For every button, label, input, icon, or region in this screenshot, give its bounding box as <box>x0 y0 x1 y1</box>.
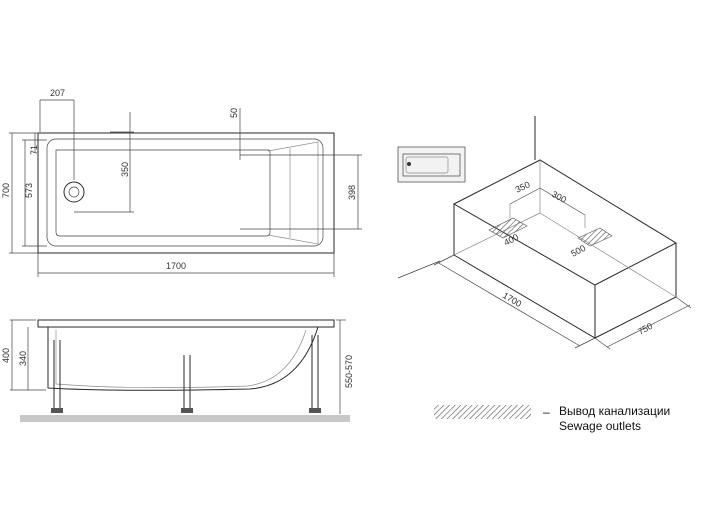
drain-inner <box>68 186 80 198</box>
dim-400: 400 <box>1 348 11 363</box>
top-basin <box>55 149 271 237</box>
drain-outer <box>63 181 85 203</box>
thumbnail-view <box>397 146 466 183</box>
top-headrest <box>267 141 319 245</box>
floor <box>20 415 350 422</box>
iso-box-top <box>452 159 678 286</box>
side-body <box>47 326 319 391</box>
side-foot-3 <box>309 408 321 413</box>
dim-550-570: 550-570 <box>344 355 354 388</box>
side-view: 400 340 550-570 <box>1 319 354 422</box>
dim-iso-750: 750 <box>636 321 654 337</box>
legend: – Вывод канализации Sewage outlets <box>434 404 670 433</box>
iso-outlet-hatch-1 <box>488 217 528 239</box>
dim-iso-500: 500 <box>569 243 587 259</box>
dim-398: 398 <box>347 185 357 200</box>
dim-350: 350 <box>120 162 130 177</box>
dim-573: 573 <box>24 183 34 198</box>
thumbnail-tub <box>402 153 461 177</box>
legend-dash: – <box>543 405 550 419</box>
dim-1700: 1700 <box>166 261 186 271</box>
top-inner-rim <box>46 138 324 247</box>
dim-iso-300: 300 <box>550 189 568 205</box>
legend-label-en: Sewage outlets <box>559 419 641 433</box>
legend-label-ru: Вывод канализации <box>559 404 670 418</box>
iso-box-sides <box>453 204 677 339</box>
side-foot-2 <box>181 408 193 413</box>
top-outer-rim <box>37 132 335 254</box>
thumbnail-drain <box>407 162 411 166</box>
dim-340: 340 <box>18 351 28 366</box>
top-view: 207 50 350 700 573 71 398 1700 <box>1 88 362 277</box>
dim-50: 50 <box>229 108 239 118</box>
dim-iso-350: 350 <box>514 179 532 194</box>
dim-71: 71 <box>29 145 39 155</box>
side-rim <box>37 319 335 328</box>
dim-207: 207 <box>50 88 65 98</box>
side-foot-1 <box>51 408 63 413</box>
iso-outlet-hatch-2 <box>577 227 613 247</box>
legend-hatch-swatch <box>434 405 531 419</box>
dim-700: 700 <box>1 183 11 198</box>
